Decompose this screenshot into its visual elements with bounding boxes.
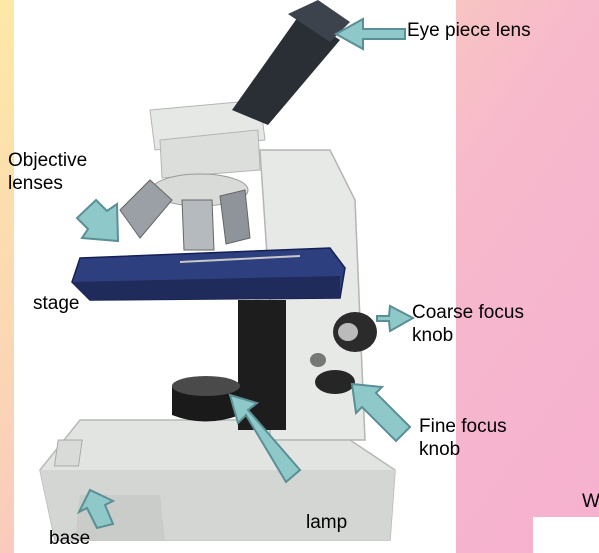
objective-lens-center (182, 200, 214, 250)
label-eyepiece: Eye piece lens (407, 19, 531, 42)
objective-arrow (77, 200, 118, 241)
label-objective-line2: lenses (8, 172, 63, 195)
label-fine-line1: Fine focus (419, 415, 507, 438)
white-panel (533, 517, 599, 553)
label-fine-line2: knob (419, 438, 460, 461)
label-lamp: lamp (306, 511, 347, 534)
coarse-focus-arrow (377, 306, 413, 331)
label-stage: stage (33, 292, 79, 315)
fine-focus-knob (315, 370, 355, 394)
label-coarse-line1: Coarse focus (412, 301, 524, 324)
label-base: base (49, 527, 90, 550)
label-objective-line1: Objective (8, 149, 87, 172)
label-stray-w: W (582, 490, 599, 513)
label-coarse-line2: knob (412, 324, 453, 347)
objective-lens-right (220, 190, 250, 244)
